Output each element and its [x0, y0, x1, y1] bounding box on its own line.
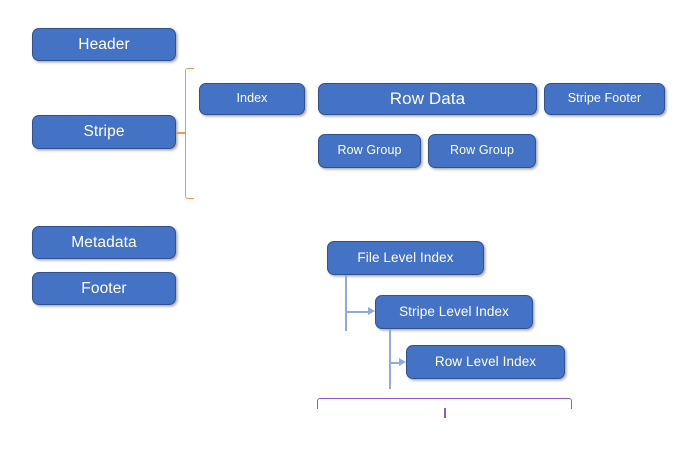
arrowhead-row-level-index — [399, 358, 406, 366]
node-stripe[interactable]: Stripe — [32, 115, 176, 149]
node-index[interactable]: Index — [199, 83, 305, 115]
connector-file-to-stripe-vertical — [345, 275, 347, 331]
node-file-level-index[interactable]: File Level Index — [327, 241, 484, 275]
connector-stripe-to-row-vertical — [389, 329, 391, 389]
connector-file-to-stripe-horizontal — [345, 311, 369, 313]
arrowhead-stripe-level-index — [368, 307, 375, 315]
connector-stripe-to-row-horizontal — [389, 362, 401, 364]
node-row-level-index[interactable]: Row Level Index — [406, 345, 565, 379]
node-metadata[interactable]: Metadata — [32, 226, 176, 259]
stripe-bracket-pointer — [176, 132, 186, 134]
node-footer[interactable]: Footer — [32, 272, 176, 305]
node-stripe-level-index[interactable]: Stripe Level Index — [375, 295, 533, 329]
index-hierarchy-bracket — [317, 398, 572, 409]
stripe-expansion-bracket — [185, 68, 194, 199]
index-hierarchy-bracket-pointer — [444, 408, 446, 418]
node-header[interactable]: Header — [32, 28, 176, 61]
node-stripe-footer[interactable]: Stripe Footer — [544, 83, 665, 115]
node-row-group-2[interactable]: Row Group — [428, 134, 536, 168]
node-row-group-1[interactable]: Row Group — [318, 134, 421, 168]
node-row-data[interactable]: Row Data — [318, 83, 537, 115]
